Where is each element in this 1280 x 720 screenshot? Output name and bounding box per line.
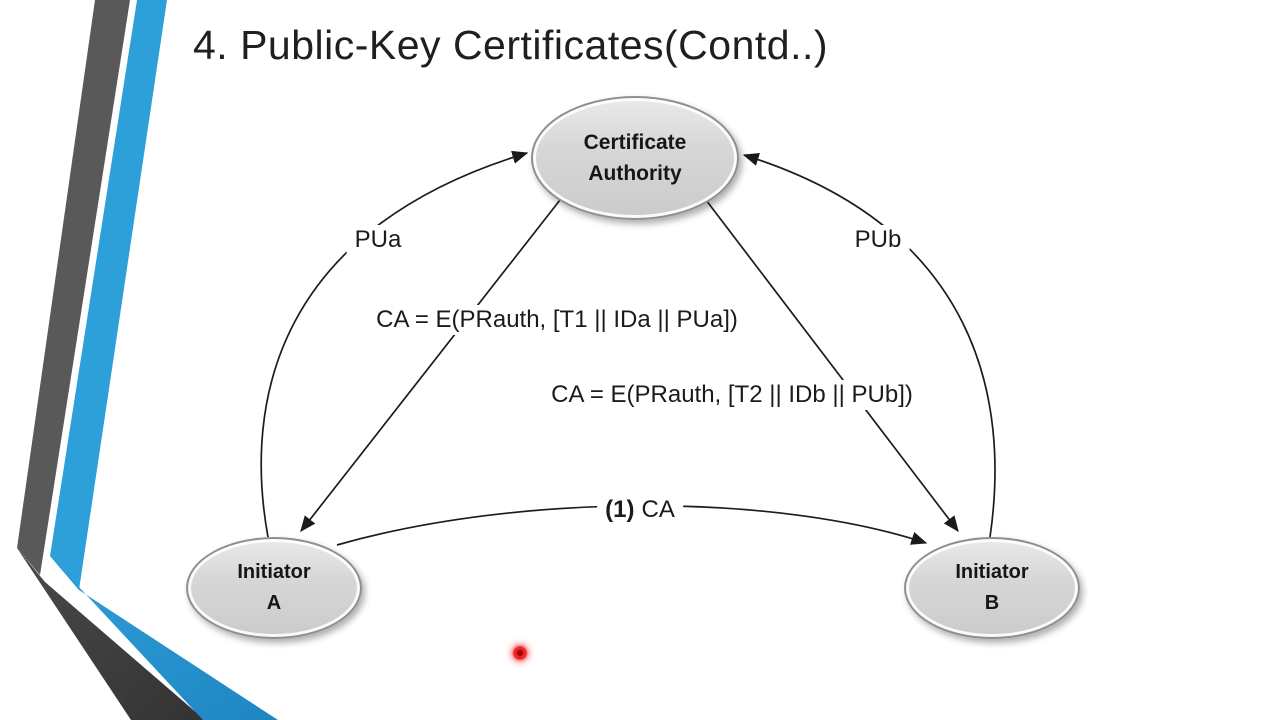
node-b-line1: Initiator [955, 561, 1029, 583]
edge-b-to-ca [742, 153, 996, 538]
edge-ca-to-b [705, 199, 959, 533]
label-certificate-b: CA = E(PRauth, [T2 || IDb || PUb]) [543, 380, 921, 410]
node-initiator-a: Initiator A [186, 537, 362, 639]
label-exchange-text: CA [641, 496, 675, 523]
node-ca-line2: Authority [588, 162, 682, 185]
label-certificate-a: CA = E(PRauth, [T1 || IDa || PUa]) [368, 305, 746, 335]
blue-stripe-upper [50, 0, 167, 590]
label-pub: PUb [846, 225, 910, 255]
node-a-line1: Initiator [237, 561, 311, 583]
edge-ca-to-a [300, 199, 561, 533]
page-title: 4. Public-Key Certificates(Contd..) [193, 22, 829, 68]
node-b-line2: B [984, 592, 1000, 614]
edge-a-to-ca [260, 150, 529, 538]
label-pua: PUa [346, 225, 410, 255]
node-a-line2: A [266, 592, 282, 614]
node-initiator-b: Initiator B [904, 537, 1080, 639]
gray-stripe-upper [17, 0, 130, 575]
label-exchange-step-number: (1) [605, 496, 635, 523]
label-exchange-ca: (1)CA [597, 495, 683, 525]
gray-stripe-lower [17, 548, 205, 720]
node-certificate-authority: Certificate Authority [531, 96, 739, 220]
node-ca-line1: Certificate [583, 130, 687, 154]
